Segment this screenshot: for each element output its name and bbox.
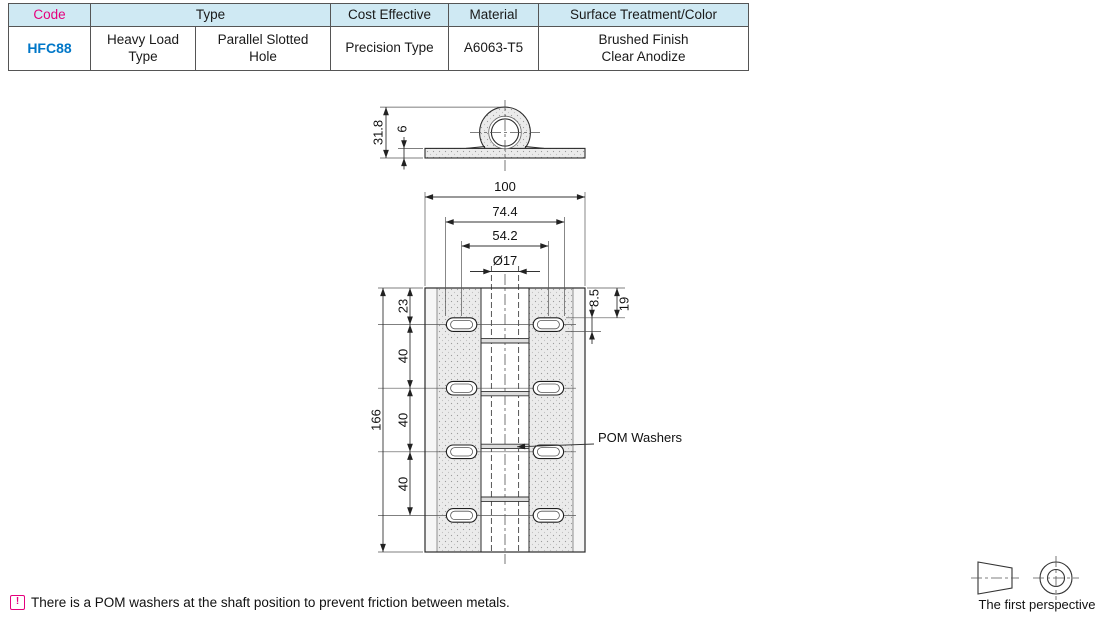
first-perspective-symbol: The first perspective — [971, 556, 1096, 612]
dim-edge-to-slot: 19 — [617, 297, 632, 311]
spec-table-row-hfc88: HFC88 Heavy Load Type Parallel Slotted H… — [8, 26, 749, 71]
first-perspective-label: The first perspective — [978, 597, 1095, 612]
dim-profile-height: 31.8 — [371, 120, 386, 145]
cell-type-load: Heavy Load Type — [90, 26, 196, 71]
cell-surface-line1: Brushed Finish — [598, 32, 689, 48]
pom-washers-label: POM Washers — [598, 430, 683, 445]
knuckle-joints — [481, 338, 529, 502]
header-material: Material — [448, 3, 539, 27]
dim-shaft-diameter: Ø17 — [493, 253, 518, 268]
dim-total-height: 166 — [369, 409, 384, 431]
cell-surface: Brushed Finish Clear Anodize — [538, 26, 749, 71]
front-view: 100 74.4 54.2 Ø17 166 23 40 40 40 19 — [369, 179, 683, 564]
cell-type-hole-line2: Hole — [249, 48, 277, 64]
cell-surface-line2: Clear Anodize — [601, 48, 686, 64]
dim-row-pitch-3: 40 — [396, 477, 411, 491]
header-surface: Surface Treatment/Color — [538, 3, 749, 27]
profile-view: 31.8 6 — [371, 100, 586, 171]
cell-material: A6063-T5 — [448, 26, 539, 71]
spec-table-header-row: Code Type Cost Effective Material Surfac… — [8, 3, 749, 27]
dim-row-pitch-2: 40 — [396, 413, 411, 427]
dim-slot-outer: 74.4 — [492, 204, 517, 219]
cell-code: HFC88 — [8, 26, 91, 71]
info-alert-icon: ! — [10, 595, 25, 610]
cell-type-hole-line1: Parallel Slotted — [217, 32, 309, 48]
cell-cost-effective: Precision Type — [330, 26, 449, 71]
dim-profile-thickness: 6 — [395, 125, 410, 132]
header-code: Code — [8, 3, 91, 27]
dim-edge-to-row1: 23 — [396, 299, 411, 313]
footnote: ! There is a POM washers at the shaft po… — [10, 595, 510, 610]
header-cost-effective: Cost Effective — [330, 3, 449, 27]
spec-table: Code Type Cost Effective Material Surfac… — [8, 3, 749, 71]
dim-slot-centers: 54.2 — [492, 228, 517, 243]
cell-type-hole: Parallel Slotted Hole — [195, 26, 331, 71]
footnote-text: There is a POM washers at the shaft posi… — [31, 595, 510, 610]
dim-row-pitch-1: 40 — [396, 349, 411, 363]
cell-type-load-line2: Type — [128, 48, 158, 64]
cell-type-load-line1: Heavy Load — [106, 32, 180, 48]
dim-slot-height: 8.5 — [587, 289, 602, 307]
dim-width: 100 — [494, 179, 516, 194]
